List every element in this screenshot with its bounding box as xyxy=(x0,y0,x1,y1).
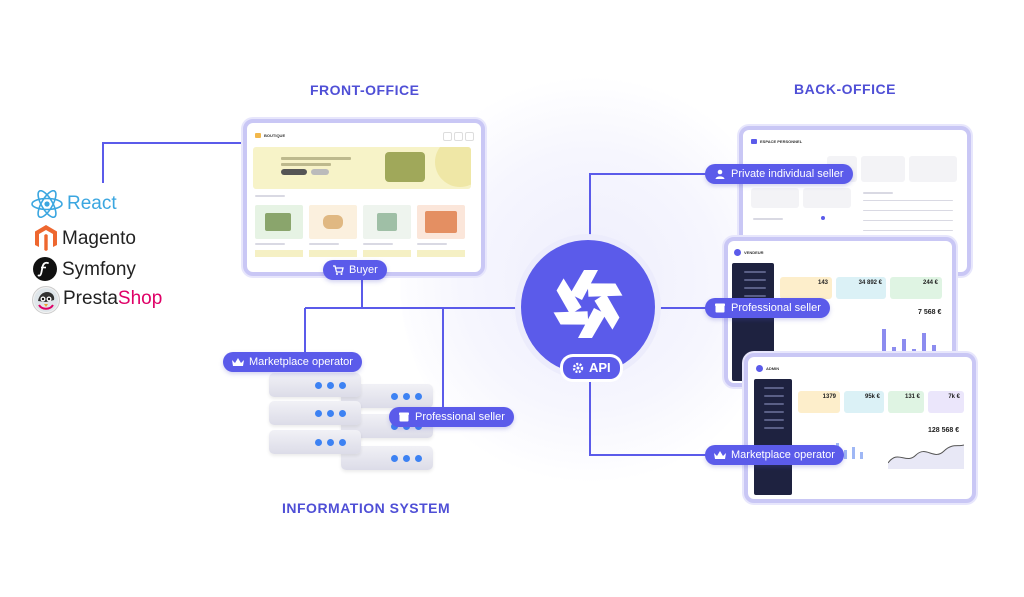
information-system-heading: INFORMATION SYSTEM xyxy=(282,500,451,516)
private-individual-seller-label: Private individual seller xyxy=(731,168,844,180)
admin-sidebar xyxy=(754,379,792,495)
back-office-heading: BACK-OFFICE xyxy=(794,81,896,97)
admin-stat-card-1: 1379 xyxy=(798,391,840,413)
admin-big-value: 128 568 € xyxy=(928,427,960,434)
admin-logo-icon xyxy=(756,365,763,372)
person-icon xyxy=(714,168,726,180)
buyer-label: Buyer xyxy=(349,264,378,276)
product-card-2[interactable] xyxy=(309,205,357,239)
speaker-image xyxy=(385,152,425,182)
admin-stat-card-2: 95k € xyxy=(844,391,884,413)
espace-logo-icon xyxy=(751,139,757,144)
espace-title: ESPACE PERSONNEL xyxy=(760,139,803,144)
front-office-screen: BOUTIQUE xyxy=(243,119,485,276)
admin-screen: ADMIN 1379 95k € 131 € 7k € 128 568 € xyxy=(744,353,976,503)
professional-seller-label-left: Professional seller xyxy=(415,411,505,423)
product-card-3[interactable] xyxy=(363,205,411,239)
symfony-icon xyxy=(33,257,57,281)
professional-seller-label-right: Professional seller xyxy=(731,302,821,314)
hero-banner xyxy=(253,147,471,189)
professional-seller-pill-left: Professional seller xyxy=(389,407,514,427)
crown-icon xyxy=(714,449,726,461)
api-label: API xyxy=(589,360,611,375)
platform-react: React xyxy=(67,193,117,214)
admin-line-chart xyxy=(887,439,965,469)
hero-button[interactable] xyxy=(281,169,307,175)
platform-magento: Magento xyxy=(62,228,136,249)
line-platforms-to-frontoffice xyxy=(102,142,243,183)
react-icon xyxy=(30,189,64,219)
professional-seller-pill-right: Professional seller xyxy=(705,298,830,318)
aperture-logo-icon xyxy=(549,270,627,338)
marketplace-operator-label-left: Marketplace operator xyxy=(249,356,353,368)
marketplace-operator-label-right: Marketplace operator xyxy=(731,449,835,461)
gear-icon xyxy=(572,362,584,374)
line-operator-right xyxy=(589,375,706,456)
line-private-seller xyxy=(589,173,706,240)
front-office-heading: FRONT-OFFICE xyxy=(310,82,420,98)
vendeur-stat-card-3: 244 € xyxy=(890,277,942,299)
api-hub xyxy=(521,240,655,374)
marketplace-operator-pill-right: Marketplace operator xyxy=(705,445,844,465)
product-card-1[interactable] xyxy=(255,205,303,239)
vendeur-stat-card-1: 143 xyxy=(780,277,832,299)
prestashop-icon xyxy=(32,286,60,314)
marketplace-operator-pill-left: Marketplace operator xyxy=(223,352,362,372)
platform-symfony: Symfony xyxy=(62,259,136,280)
server-left-1 xyxy=(269,373,361,397)
store-icon xyxy=(714,302,726,314)
vendeur-stat-card-2: 34 892 € xyxy=(836,277,886,299)
private-individual-seller-pill: Private individual seller xyxy=(705,164,853,184)
admin-stat-card-4: 7k € xyxy=(928,391,964,413)
admin-stat-card-3: 131 € xyxy=(888,391,924,413)
server-left-3 xyxy=(269,430,361,454)
cart-icon xyxy=(332,264,344,276)
boutique-title: BOUTIQUE xyxy=(264,133,286,138)
buyer-pill: Buyer xyxy=(323,260,387,280)
vendeur-title: VENDEUR xyxy=(744,250,764,255)
user-icon[interactable] xyxy=(454,132,463,141)
search-icon[interactable] xyxy=(443,132,452,141)
server-left-2 xyxy=(269,401,361,425)
store-icon xyxy=(398,411,410,423)
product-card-4[interactable] xyxy=(417,205,465,239)
vendeur-logo-icon xyxy=(734,249,741,256)
cart-icon[interactable] xyxy=(465,132,474,141)
shop-logo-icon xyxy=(255,133,261,138)
api-pill: API xyxy=(563,357,620,379)
admin-title: ADMIN xyxy=(766,366,780,371)
magento-icon xyxy=(34,224,58,252)
platform-prestashop: PrestaShop xyxy=(63,288,163,309)
crown-icon xyxy=(232,356,244,368)
vendeur-big-value: 7 568 € xyxy=(918,309,942,316)
